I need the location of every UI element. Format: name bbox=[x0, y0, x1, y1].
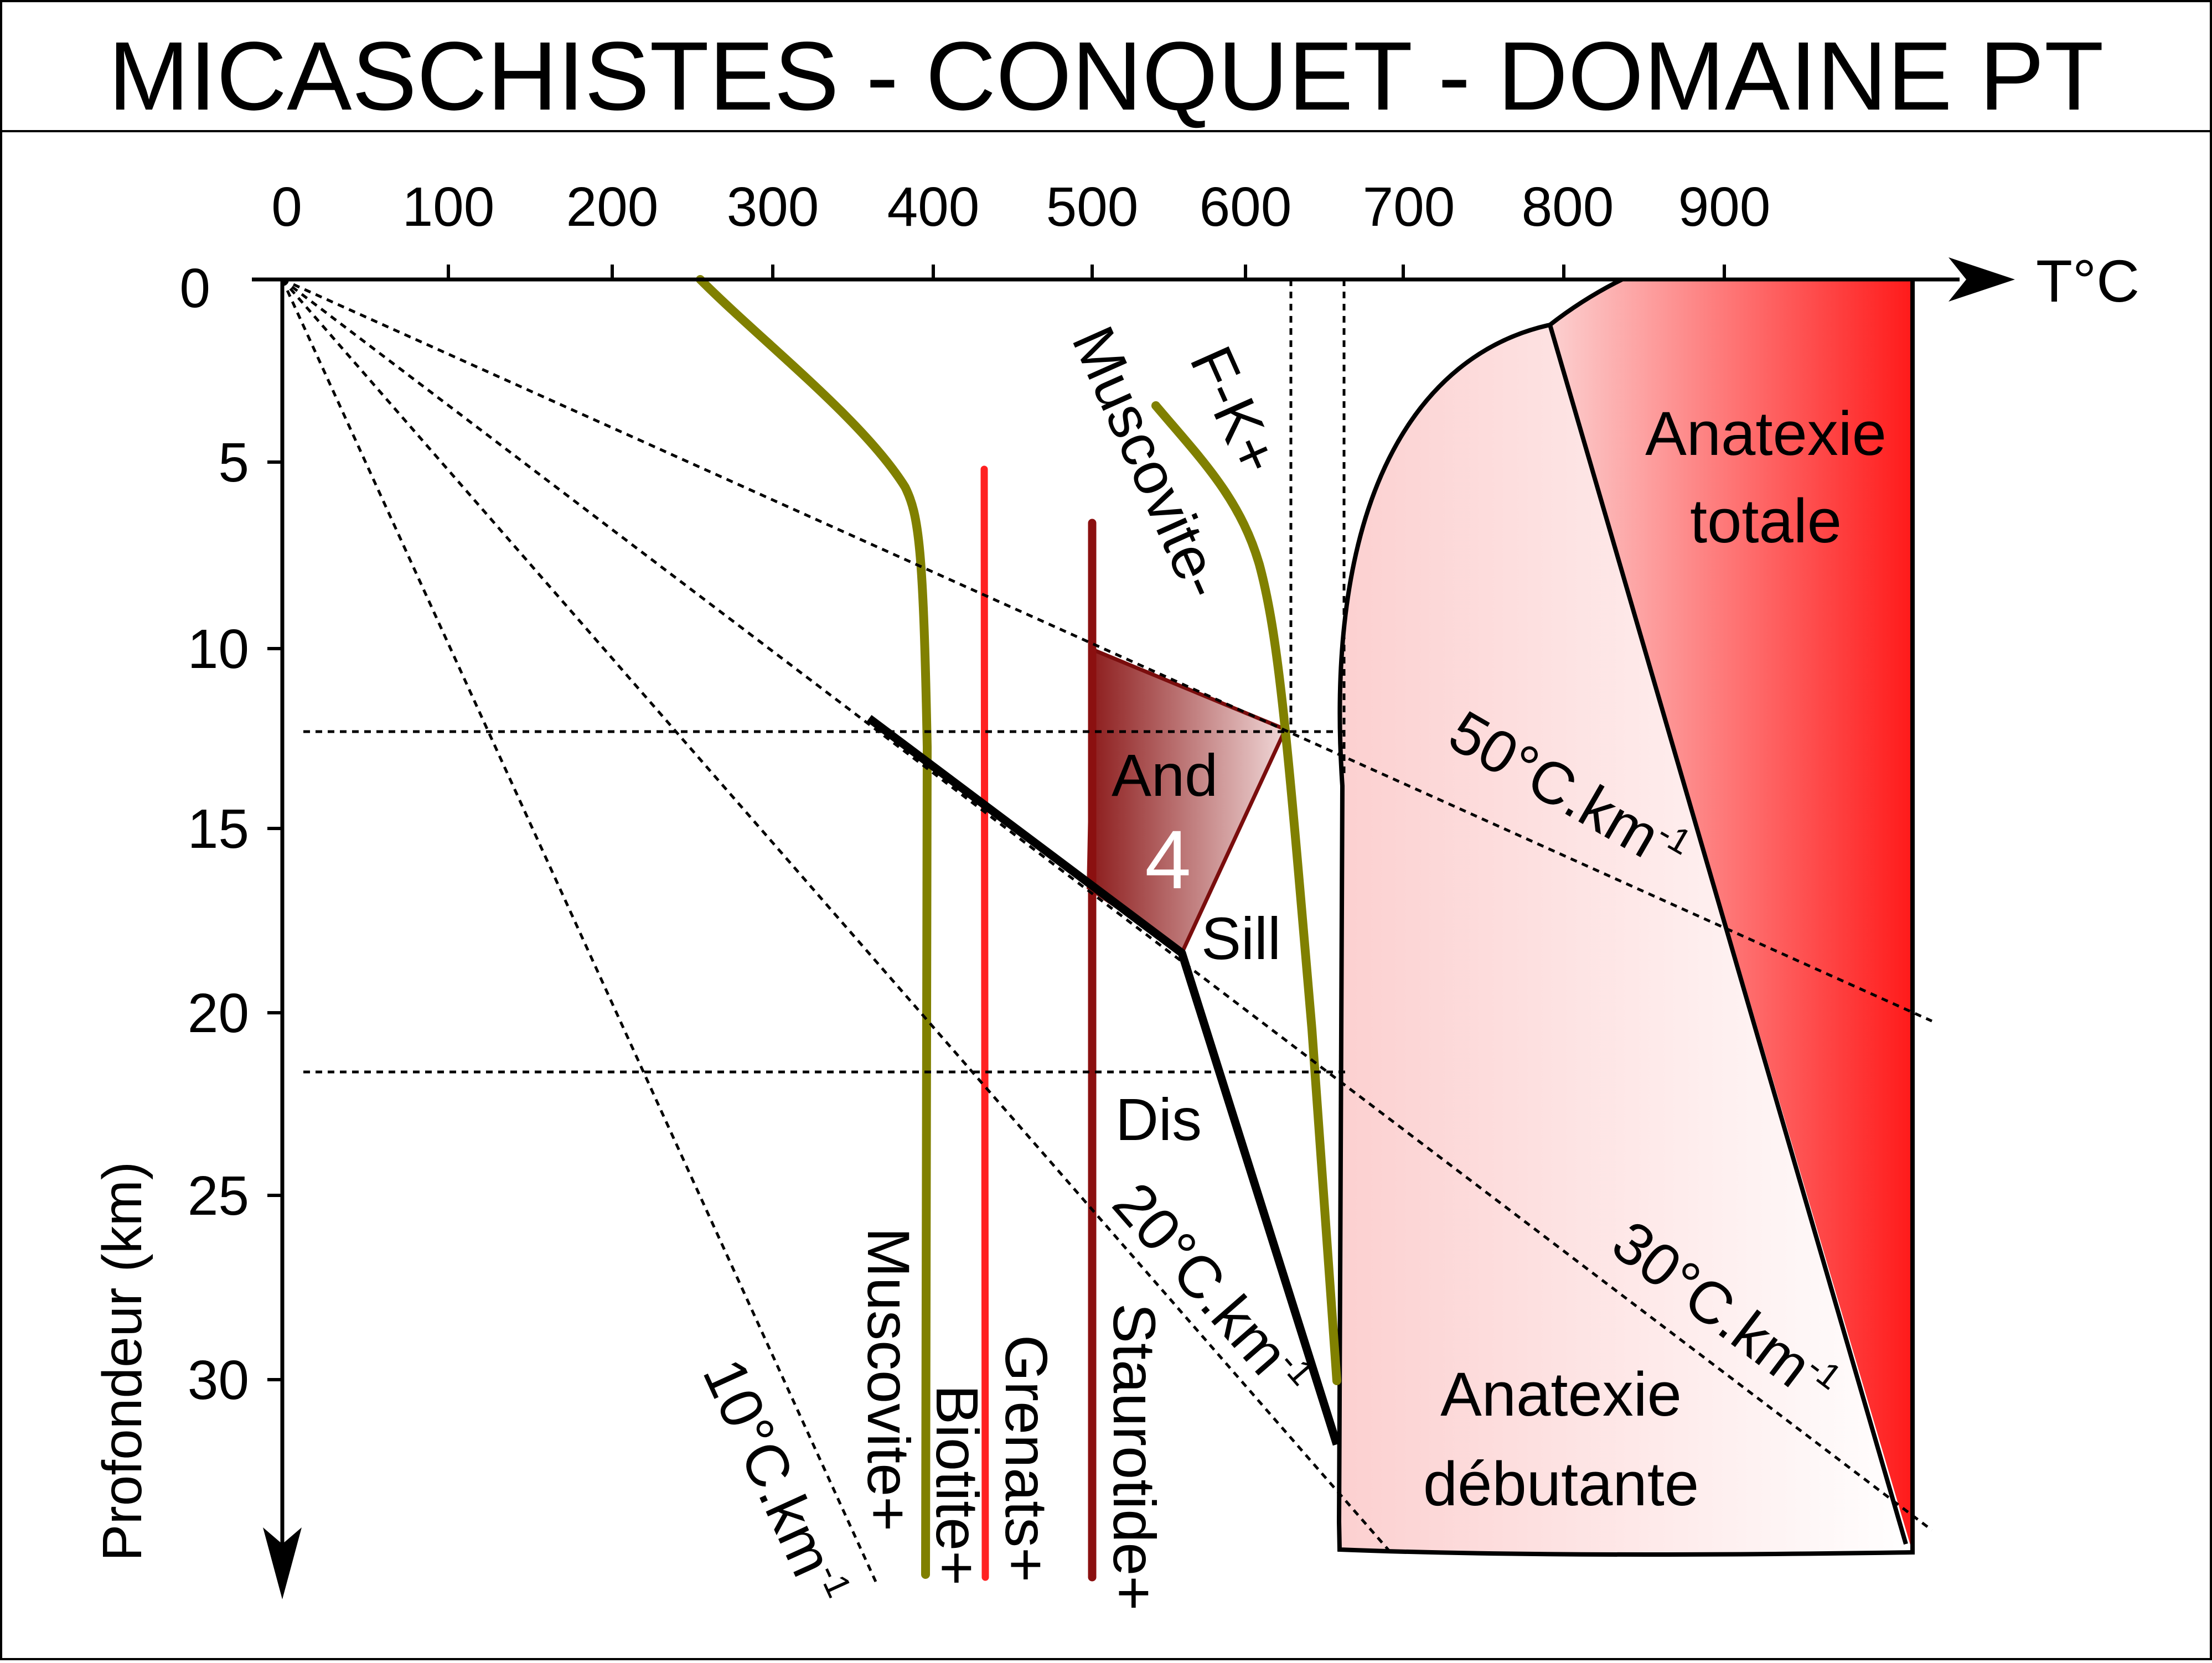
x-tick: 200 bbox=[566, 176, 659, 238]
label-anatexie-debutante-1: Anatexie bbox=[1440, 1360, 1682, 1429]
temperature-axis-arrow bbox=[1949, 257, 2015, 302]
axes bbox=[252, 257, 2015, 1599]
muscovite-minus-line bbox=[1151, 401, 1341, 1385]
x-tick: 100 bbox=[402, 176, 495, 238]
x-tick: 900 bbox=[1678, 176, 1771, 238]
andalousite-field bbox=[1087, 649, 1285, 953]
diagram-title: MICASCHISTES - CONQUET - DOMAINE PT bbox=[108, 22, 2104, 131]
reference-lines bbox=[281, 278, 1933, 1583]
y-tick: 5 bbox=[218, 432, 249, 494]
y-tick: 0 bbox=[179, 257, 210, 319]
dis-and-sill-boundary bbox=[866, 715, 1341, 1446]
domain-number: 4 bbox=[1145, 813, 1191, 906]
x-tick: 800 bbox=[1522, 176, 1614, 238]
y-tick: 20 bbox=[188, 982, 249, 1044]
x-tick: 300 bbox=[727, 176, 819, 238]
label-anatexie-totale-2: totale bbox=[1690, 486, 1842, 556]
x-tick: 700 bbox=[1363, 176, 1455, 238]
label-muscovite-plus: Muscovite+ bbox=[855, 1227, 922, 1531]
gradient-20-line bbox=[281, 278, 1392, 1553]
label-anatexie-debutante-2: débutante bbox=[1423, 1449, 1699, 1519]
x-tick: 600 bbox=[1200, 176, 1292, 238]
solidus-curve bbox=[1336, 277, 1915, 1557]
anatexie-debutante-region bbox=[1339, 279, 1913, 1552]
x-tick: 0 bbox=[271, 176, 302, 238]
label-and: And bbox=[1112, 742, 1218, 809]
y-tick: 15 bbox=[188, 798, 249, 860]
gradient-50-line bbox=[281, 278, 1933, 1023]
y-tick: 25 bbox=[188, 1165, 249, 1227]
muscovite-plus-line bbox=[696, 275, 932, 1579]
grenats-plus-line bbox=[980, 465, 989, 1581]
label-dis: Dis bbox=[1115, 1086, 1202, 1153]
x-tick: 500 bbox=[1046, 176, 1139, 238]
x-tick-labels: 0 100 200 300 400 500 600 700 800 900 bbox=[271, 176, 1770, 238]
y-tick-labels: 0 5 10 15 20 25 30 bbox=[179, 257, 249, 1411]
x-tick: 400 bbox=[887, 176, 980, 238]
depth-axis-arrow bbox=[263, 1527, 302, 1599]
label-anatexie-totale-1: Anatexie bbox=[1645, 399, 1887, 468]
gradient-30-line bbox=[281, 278, 1933, 1531]
y-axis-label: Profondeur (km) bbox=[91, 1162, 153, 1561]
label-biotite-plus: Biotite+ bbox=[924, 1385, 991, 1586]
anatexie-totale-region bbox=[1550, 279, 1913, 1552]
total-anatexie-boundary bbox=[1548, 324, 1908, 1545]
y-tick: 30 bbox=[188, 1349, 249, 1411]
label-sill: Sill bbox=[1201, 905, 1281, 972]
x-axis-label: T°C bbox=[2036, 247, 2139, 314]
label-staurotide-plus: Staurotide+ bbox=[1101, 1303, 1168, 1610]
label-grenats-plus: Grenats+ bbox=[993, 1335, 1060, 1582]
y-tick: 10 bbox=[188, 618, 249, 680]
